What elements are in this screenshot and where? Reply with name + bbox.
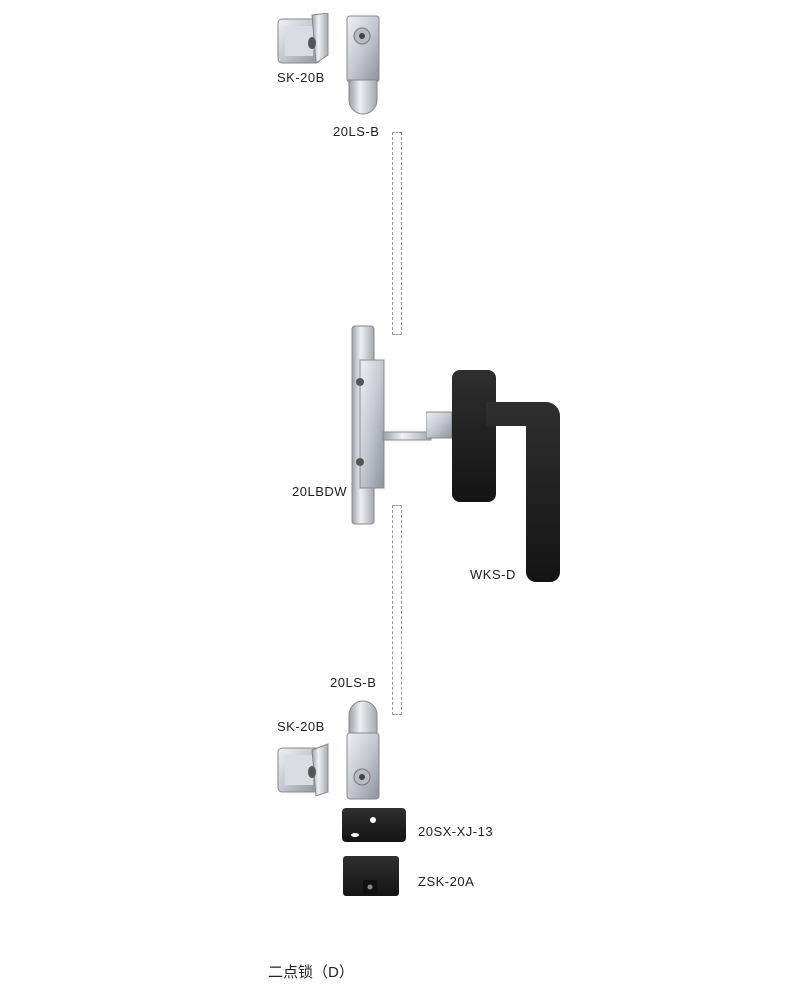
connecting-rod-bottom — [392, 505, 402, 715]
diagram-title: 二点锁（D） — [268, 964, 354, 981]
label-20ls-b-bottom: 20LS-B — [330, 675, 377, 690]
connecting-rod-top — [392, 132, 402, 335]
label-20lbdw: 20LBDW — [292, 484, 348, 499]
label-20ls-b-top: 20LS-B — [333, 124, 380, 139]
sk-20b-keeper-top — [276, 13, 330, 69]
label-20sx-xj-13: 20SX-XJ-13 — [418, 824, 494, 839]
sk-20b-keeper-bottom — [276, 742, 330, 798]
wks-d-handle — [426, 368, 566, 584]
20lbdw-transmission — [350, 324, 434, 528]
label-zsk-20a: ZSK-20A — [418, 874, 475, 889]
label-sk-20b-bottom: SK-20B — [277, 719, 325, 734]
20sx-xj-13-block — [341, 807, 407, 843]
zsk-20a-block — [342, 855, 400, 897]
label-wks-d: WKS-D — [470, 567, 516, 582]
20ls-b-striker-top — [343, 14, 383, 118]
20ls-b-striker-bottom — [343, 697, 383, 801]
label-sk-20b-top: SK-20B — [277, 70, 325, 85]
